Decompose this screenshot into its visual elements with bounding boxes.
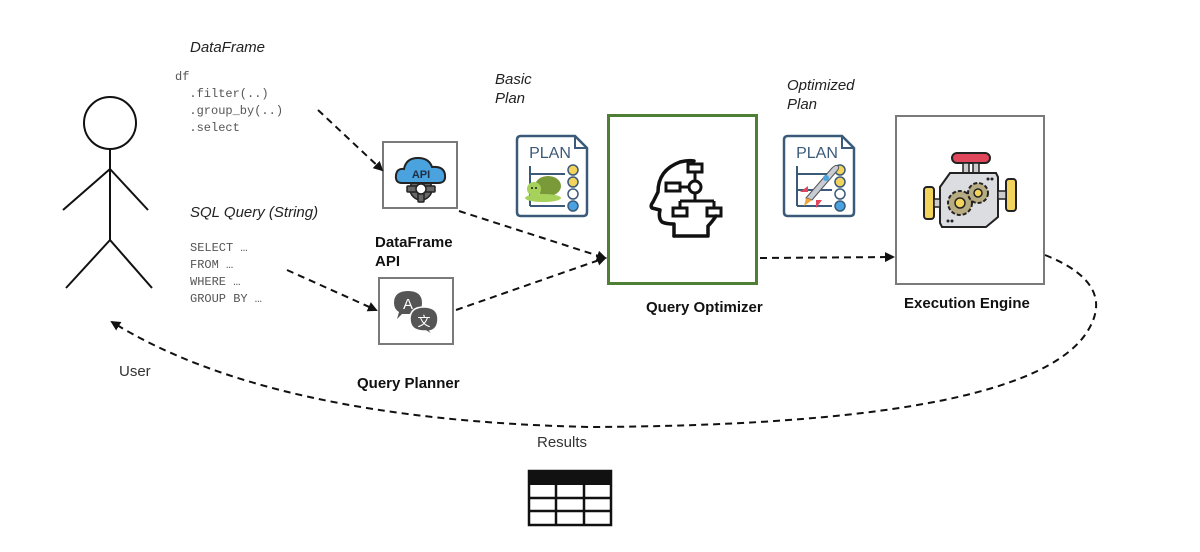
basic-plan-document-icon: PLAN (515, 134, 589, 218)
sql-query-title: SQL Query (String) (190, 204, 319, 221)
turtle-icon (525, 176, 561, 202)
code-line: .select (175, 121, 240, 135)
api-cloud-gear-icon: API (394, 156, 447, 203)
query-optimizer-label: Query Optimizer (646, 299, 763, 316)
code-line: SELECT … (190, 241, 248, 255)
code-line: .group_by(..) (175, 104, 284, 118)
query-planner-box[interactable]: A 文 (378, 277, 454, 345)
results-label: Results (537, 434, 588, 451)
execution-engine-box[interactable] (895, 115, 1045, 285)
user-label: User (119, 363, 151, 380)
basic-plan-label: Basic Plan (495, 70, 532, 108)
rocket-icon (800, 164, 840, 208)
head-flowchart-icon (649, 158, 723, 238)
dataframe-api-label-line1: DataFrame (375, 234, 453, 251)
dataframe-api-label-line2: API (375, 253, 401, 270)
results-table-icon (527, 469, 613, 527)
sql-code: SELECT … FROM … WHERE … GROUP BY … (190, 240, 262, 308)
dataframe-code: df .filter(..) .group_by(..) .select (175, 69, 283, 137)
code-line: .filter(..) (175, 87, 269, 101)
api-icon-text: API (412, 169, 430, 181)
code-line: WHERE … (190, 275, 241, 289)
optimized-plan-document-icon: PLAN (782, 134, 856, 218)
code-line: GROUP BY … (190, 292, 263, 306)
execution-engine-label: Execution Engine (904, 295, 1030, 312)
arrow-planner-to-optimizer (455, 255, 607, 311)
arrow-optimizer-to-engine (759, 252, 895, 263)
user-stick-figure-icon (62, 96, 153, 289)
code-line: df (175, 70, 190, 84)
optimized-plan-label-line1: Optimized (787, 77, 855, 94)
basic-plan-label-line1: Basic (495, 71, 532, 88)
optimized-plan-doc-text: PLAN (796, 145, 838, 162)
arrow-api-to-optimizer (458, 210, 607, 261)
translate-icon-letter-a: A (403, 296, 413, 313)
optimized-plan-label: Optimized Plan (787, 76, 855, 114)
translate-icon: A 文 (394, 291, 439, 337)
dataframe-title: DataFrame (190, 39, 266, 56)
optimized-plan-label-line2: Plan (787, 96, 818, 113)
basic-plan-doc-text: PLAN (529, 145, 571, 162)
dataframe-api-box[interactable]: API (382, 141, 458, 209)
basic-plan-label-line2: Plan (495, 90, 526, 107)
arrow-dataframe-to-api (317, 109, 384, 172)
dataframe-api-label: DataFrame API (375, 233, 453, 271)
arrow-sql-to-planner (286, 269, 378, 312)
engine-icon (923, 152, 1017, 228)
code-line: FROM … (190, 258, 234, 272)
translate-icon-letter-b: 文 (417, 315, 430, 330)
query-optimizer-box[interactable] (607, 114, 758, 285)
query-planner-label: Query Planner (357, 375, 460, 392)
